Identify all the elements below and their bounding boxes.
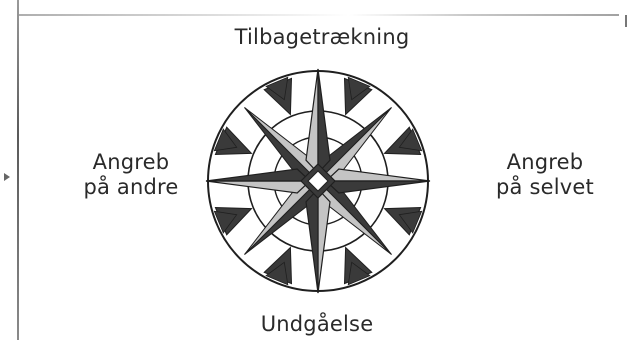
- compass-of-shame-diagram: [0, 0, 633, 340]
